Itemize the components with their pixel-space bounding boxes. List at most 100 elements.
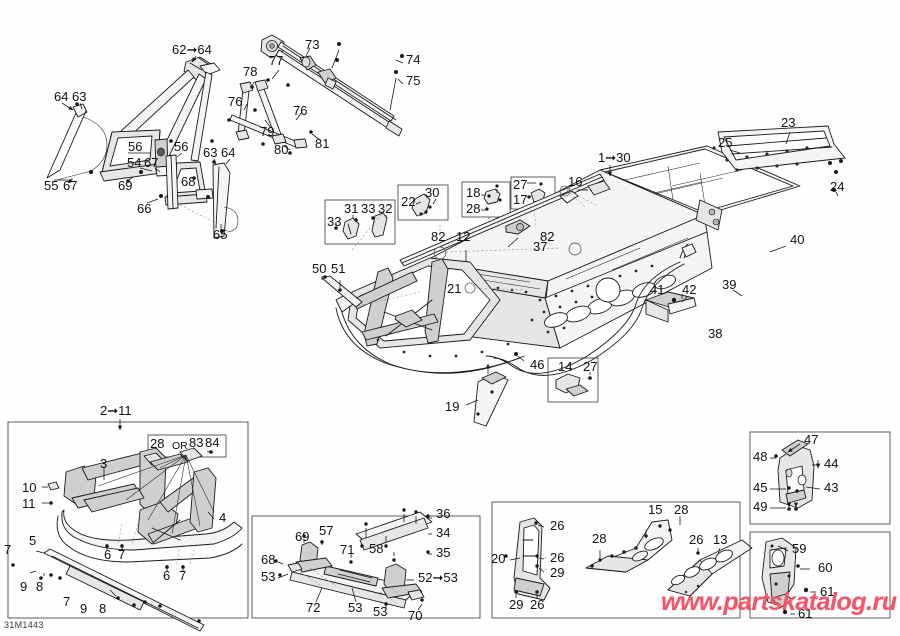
callout-80: 80: [274, 142, 289, 157]
callout-46: 46: [530, 357, 545, 372]
callout-29-bottom: 29: [509, 597, 524, 612]
callout-18: 18: [466, 185, 481, 200]
callout-7-far-left: 7: [4, 542, 12, 557]
callout-26-bottom: 26: [530, 597, 545, 612]
panel-bracket-lower-art: [749, 531, 891, 619]
callout-31: 31: [344, 201, 359, 216]
callout-40: 40: [790, 232, 805, 247]
callout-15: 15: [648, 502, 663, 517]
callout-49: 49: [753, 499, 768, 514]
callout-69-upper: 69: [118, 178, 133, 193]
callout-74: 74: [406, 52, 421, 67]
callout-52-53: 52➞53: [418, 570, 458, 585]
callout-63-left: 63: [72, 89, 87, 104]
callout-7-board: 7: [63, 594, 71, 609]
callout-26-mid: 26: [550, 550, 565, 565]
callout-17: 17: [513, 192, 528, 207]
callout-24: 24: [830, 179, 845, 194]
panel-bracket-upper-art: [749, 431, 891, 525]
group-inset-boxes: [324, 176, 599, 403]
callout-68-upper: 68: [181, 174, 196, 189]
callout-28-right: 28: [674, 502, 689, 517]
callout-23: 23: [781, 115, 796, 130]
callout-2-11: 2➞11: [100, 403, 132, 418]
callout-29-mid: 29: [550, 565, 565, 580]
callout-55: 55: [44, 178, 59, 193]
callout-59: 59: [792, 541, 807, 556]
callout-67-left: 67: [63, 178, 78, 193]
callout-57: 57: [319, 523, 334, 538]
callout-25: 25: [718, 135, 733, 150]
callout-33-mid: 33: [361, 201, 376, 216]
callout-82-right: 82: [540, 229, 555, 244]
callout-14: 14: [558, 359, 573, 374]
callout-32: 32: [378, 201, 393, 216]
callout-27-inset: 27: [513, 177, 528, 192]
group-main-chassis: [321, 125, 846, 427]
panel-front-suspension-art: [7, 419, 249, 632]
callout-16: 16: [568, 174, 583, 189]
callout-20: 20: [491, 551, 506, 566]
callout-9-left: 9: [20, 579, 28, 594]
callout-1-30: 1➞30: [598, 150, 631, 165]
callout-10: 10: [22, 480, 37, 495]
callout-62-64: 62➞64: [172, 42, 212, 57]
callout-28-inset: 28: [466, 201, 481, 216]
callout-73: 73: [305, 37, 320, 52]
callout-50: 50: [312, 261, 327, 276]
callout-71: 71: [340, 542, 355, 557]
callout-67-mid: 67: [144, 155, 159, 170]
callout-22: 22: [401, 194, 416, 209]
callout-30: 30: [425, 185, 440, 200]
callout-8-right: 8: [99, 601, 107, 616]
callout-28-centre: 28: [592, 531, 607, 546]
callout-35: 35: [436, 545, 451, 560]
callout-8-left: 8: [36, 579, 44, 594]
callout-12: 12: [456, 229, 471, 244]
callout-64-left: 64: [54, 89, 69, 104]
callout-44: 44: [824, 456, 839, 471]
callout-56-left: 56: [128, 139, 143, 154]
callout-75: 75: [406, 73, 421, 88]
callout-61-lower: 61: [798, 606, 813, 621]
panel-running-boards-art: [251, 508, 481, 619]
callout-38: 38: [708, 326, 723, 341]
callout-28-or: 28: [150, 436, 165, 451]
callout-56-right: 56: [174, 139, 189, 154]
callout-78: 78: [243, 64, 258, 79]
callout-42: 42: [682, 282, 697, 297]
callout-82-left: 82: [431, 229, 446, 244]
callout-77: 77: [269, 53, 284, 68]
callout-72: 72: [306, 600, 321, 615]
callout-41: 41: [650, 282, 665, 297]
sheet-code: 31M1443: [4, 620, 44, 630]
callout-45: 45: [753, 480, 768, 495]
callout-76-left: 76: [228, 94, 243, 109]
callout-36: 36: [436, 506, 451, 521]
callout-61-upper: 61: [820, 584, 835, 599]
callout-64-right: 64: [221, 145, 236, 160]
callout-26-top: 26: [550, 518, 565, 533]
callout-79: 79: [260, 124, 275, 139]
callout-47: 47: [804, 432, 819, 447]
callout-13: 13: [713, 532, 728, 547]
callout-7-right: 7: [179, 568, 187, 583]
group-steering-linkage: [227, 34, 404, 155]
callout-or-text: OR: [172, 440, 188, 452]
callout-66: 66: [137, 201, 152, 216]
callout-34: 34: [436, 525, 451, 540]
callout-83: 83: [189, 435, 204, 450]
callout-37: 37: [533, 239, 548, 254]
callout-60: 60: [818, 560, 833, 575]
callout-63-right: 63: [203, 145, 218, 160]
callout-53-mid: 53: [348, 600, 363, 615]
callout-43: 43: [824, 480, 839, 495]
watermark: www.partskatalog.ru: [661, 588, 897, 616]
callout-58: 58: [369, 541, 384, 556]
callout-70: 70: [408, 608, 423, 623]
callout-3: 3: [100, 456, 108, 471]
callout-5: 5: [29, 533, 37, 548]
callout-21: 21: [447, 281, 462, 296]
callout-39: 39: [722, 277, 737, 292]
